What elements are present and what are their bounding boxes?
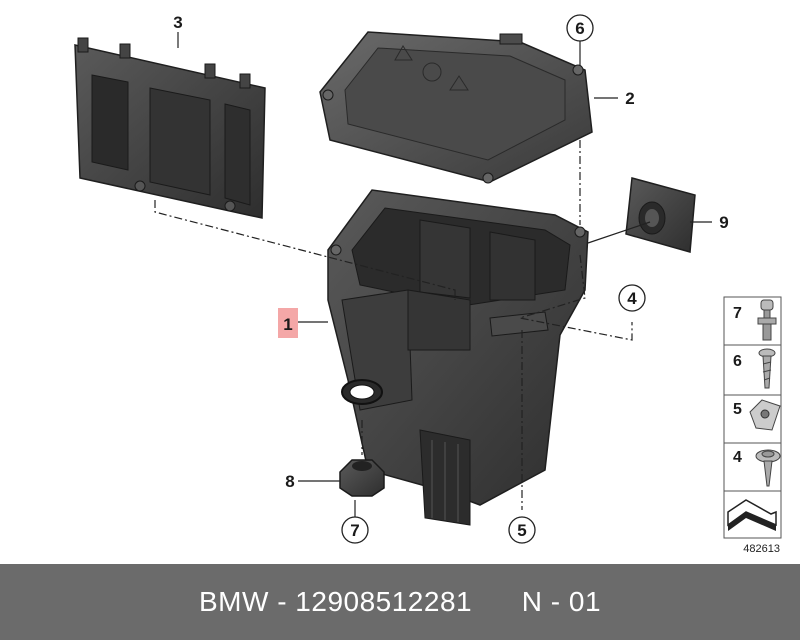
angle-profile-icon: [727, 499, 777, 531]
legend-item-screw: 6: [733, 348, 776, 389]
fastener-legend: 7 6 5 4: [723, 296, 782, 539]
nut-part: [339, 459, 385, 497]
svg-text:3: 3: [173, 13, 182, 32]
svg-text:5: 5: [733, 401, 742, 418]
reference-number: 482613: [743, 543, 780, 555]
svg-text:1: 1: [283, 315, 292, 334]
callout-8: 8: [285, 472, 294, 491]
main-housing-part: [327, 189, 589, 526]
svg-text:4: 4: [733, 449, 742, 466]
grommet-plate-part: [625, 177, 696, 253]
callout-2: 2: [625, 89, 634, 108]
legend-item-clip-nut: 5: [733, 399, 781, 431]
svg-text:8: 8: [285, 472, 294, 491]
legend-item-flange-screw: 4: [733, 449, 781, 487]
bracket-frame-part: [74, 37, 266, 219]
clip-nut-icon: [749, 399, 781, 431]
housing-lid-part: [319, 31, 593, 184]
part-number-text: BMW - 12908512281 N - 01: [198, 586, 602, 617]
footer-bar: BMW - 12908512281 N - 01: [0, 564, 800, 640]
callout-9: 9: [719, 213, 728, 232]
svg-text:6: 6: [575, 19, 584, 38]
svg-text:9: 9: [719, 213, 728, 232]
exploded-parts-diagram: 3 6 2 9 4 1 8 7 5 7: [74, 13, 782, 555]
legend-item-stud: 7: [733, 299, 777, 341]
assembly-lines: [154, 32, 712, 518]
svg-text:7: 7: [350, 521, 359, 540]
callout-6: 6: [566, 14, 594, 42]
callout-4: 4: [618, 284, 646, 312]
svg-text:4: 4: [627, 289, 637, 308]
svg-text:6: 6: [733, 353, 742, 370]
svg-text:5: 5: [517, 521, 526, 540]
callout-7: 7: [341, 516, 369, 544]
screw-icon: [758, 348, 776, 389]
callout-1-highlight: 1: [278, 308, 298, 338]
callout-3: 3: [173, 13, 182, 32]
flange-screw-icon: [755, 449, 781, 487]
svg-text:7: 7: [733, 305, 742, 322]
callout-5: 5: [508, 516, 536, 544]
svg-text:2: 2: [625, 89, 634, 108]
stud-icon: [757, 299, 777, 341]
